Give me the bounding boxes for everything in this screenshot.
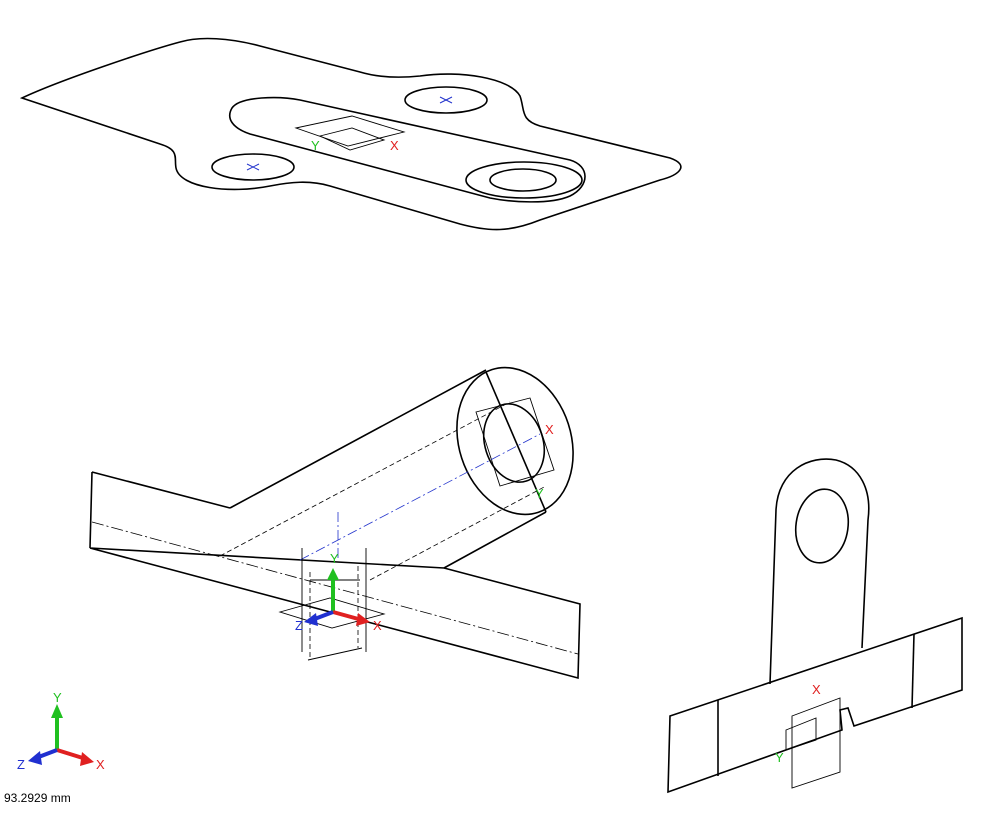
hidden-line [219, 401, 511, 557]
local-origin-frame [278, 548, 386, 661]
sketch-plane-glyph [475, 397, 555, 487]
hole-ellipse [404, 86, 488, 114]
origin-triad-icon [304, 568, 370, 626]
sketch-plane-glyph [791, 697, 841, 789]
axis-label-x: X [96, 757, 105, 772]
xyz-axis-triad-icon[interactable]: Y X Z [17, 690, 105, 772]
hole-ellipse [211, 153, 295, 181]
plate-outline [19, 37, 682, 231]
axis-label-y: Y [535, 486, 544, 501]
boss-outline [228, 96, 586, 203]
cylinder-silhouette-bottom [443, 511, 547, 569]
axis-label-y: Y [330, 551, 339, 566]
sketch-plane-glyph [785, 717, 817, 751]
top-view-part[interactable]: Y X [19, 37, 682, 231]
isometric-view-part[interactable]: Y X Z X Y [89, 352, 591, 680]
cylinder-end-split [485, 371, 547, 513]
bore-outer-ellipse [465, 161, 583, 199]
side-view-part[interactable]: X Y [667, 455, 963, 794]
axis-label-x: X [812, 682, 821, 697]
plate-edge [911, 633, 915, 709]
cylinder-silhouette-top [229, 369, 487, 509]
axis-label-z: Z [295, 618, 303, 633]
axis-label-z: Z [17, 757, 25, 772]
scale-readout: 93.2929 mm [4, 791, 71, 805]
side-plate-outline [667, 616, 963, 794]
bore-inner-ellipse [489, 168, 557, 192]
axis-label-y: Y [311, 138, 320, 153]
sketch-plane-glyph [294, 115, 406, 151]
lug-outline [769, 458, 870, 685]
cylinder-end-outer [456, 366, 574, 516]
plate-face [89, 471, 581, 680]
lug-hole [794, 488, 850, 564]
axis-label-y: Y [53, 690, 62, 705]
axis-label-x: X [545, 422, 554, 437]
lug-outer-arc [763, 455, 880, 598]
hidden-line [369, 485, 547, 581]
cylinder-axis [299, 433, 541, 561]
center-mark [246, 96, 453, 171]
axis-label-x: X [390, 138, 399, 153]
axis-label-y: Y [775, 750, 784, 765]
axis-label-x: X [373, 618, 382, 633]
